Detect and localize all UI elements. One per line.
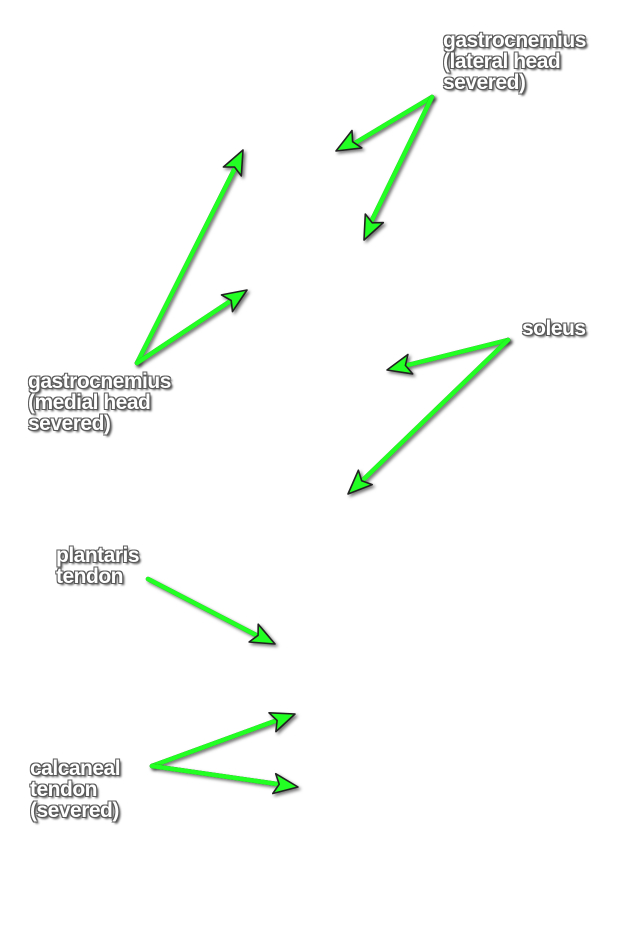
label-gastrocnemius-lateral-head: gastrocnemius (lateral head severed) — [443, 30, 586, 93]
label-line: (medial head — [28, 391, 151, 414]
label-line: (severed) — [30, 799, 119, 822]
label-line: severed) — [28, 412, 111, 435]
arrow-soleus-upper — [386, 337, 511, 375]
label-line: calcaneal — [30, 757, 121, 780]
label-line: plantaris — [56, 544, 140, 567]
label-line: tendon — [30, 778, 97, 801]
label-calcaneal-tendon: calcaneal tendon (severed) — [30, 757, 121, 822]
label-line: gastrocnemius — [443, 29, 586, 52]
label-line: soleus — [522, 317, 586, 340]
arrow-gastrocnemius-medial-lower — [134, 289, 248, 366]
arrow-calcaneal-tendon-upper — [149, 711, 296, 769]
arrow-gastrocnemius-lateral-lower — [363, 94, 435, 241]
label-soleus: soleus — [522, 318, 586, 339]
label-line: severed) — [443, 71, 526, 94]
label-line: (lateral head — [443, 50, 561, 73]
arrow-plantaris-tendon — [145, 576, 276, 645]
arrow-gastrocnemius-medial-upper — [134, 149, 244, 366]
arrow-calcaneal-tendon-lower — [149, 763, 299, 795]
label-gastrocnemius-medial-head: gastrocnemius (medial head severed) — [28, 371, 171, 434]
arrow-soleus-lower — [347, 337, 511, 495]
label-plantaris-tendon: plantaris tendon — [56, 544, 140, 588]
label-line: gastrocnemius — [28, 370, 171, 393]
label-line: tendon — [56, 565, 123, 588]
arrow-gastrocnemius-lateral-upper — [335, 94, 435, 152]
